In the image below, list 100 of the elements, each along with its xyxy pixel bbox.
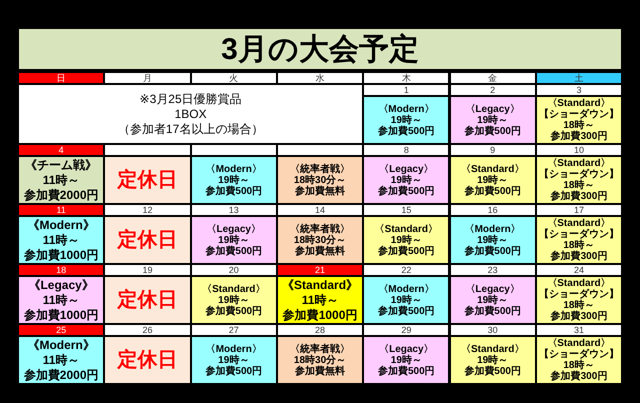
date-number: 26: [142, 325, 152, 335]
event-text: 19時～: [477, 234, 508, 246]
event-text: 19時～: [477, 174, 508, 186]
event-text: 〈Standard〉: [460, 164, 524, 174]
event-text: 参加費500円: [205, 306, 262, 316]
event-text: 11時～: [302, 292, 338, 308]
event-text: 【ショーダウン】: [538, 289, 619, 300]
event-text: 参加費500円: [205, 366, 262, 376]
event-text: 参加費300円: [550, 191, 608, 202]
event-text: 〈Standard〉: [547, 278, 611, 289]
date-number: 17: [574, 205, 584, 215]
event-text: 19時～: [477, 114, 508, 126]
prize-note: ※3月25日優勝賞品: [140, 92, 242, 106]
event-text: 【ショーダウン】: [538, 109, 619, 120]
date-number: 15: [401, 205, 412, 215]
event-text: 参加費500円: [464, 306, 521, 316]
prize-note: 1BOX: [174, 106, 207, 122]
event-text: 19時～: [477, 294, 508, 306]
event-text: 〈Legacy〉: [379, 164, 434, 174]
event-text: 《Standard》: [282, 278, 358, 292]
date-number: 25: [56, 325, 66, 335]
event-text: 参加費1000円: [24, 248, 98, 262]
event-text: 参加費1000円: [24, 308, 98, 322]
event-text: 参加費500円: [464, 126, 521, 136]
event-text: 11時～: [42, 352, 80, 368]
event-text: 【ショーダウン】: [538, 169, 619, 180]
event-text: 参加費500円: [205, 246, 262, 256]
event-text: 〈Legacy〉: [379, 344, 434, 354]
event-text: 〈Legacy〉: [465, 284, 520, 294]
event-text: 〈Modern〉: [378, 104, 434, 114]
closed-day-label: 定休日: [117, 228, 178, 252]
date-number: 16: [488, 205, 498, 215]
weekday-label: 日: [56, 73, 66, 83]
date-number: 13: [228, 205, 239, 215]
event-text: 参加費2000円: [24, 188, 98, 202]
date-number: 18: [56, 265, 66, 275]
event-text: 19時～: [390, 174, 422, 186]
event-text: 19時～: [390, 294, 422, 306]
date-number: 1: [404, 85, 409, 95]
date-number: 27: [228, 325, 239, 335]
event-text: 参加費500円: [378, 126, 435, 136]
event-text: 19時～: [218, 234, 250, 246]
event-text: 《Modern》: [27, 338, 95, 352]
date-number: 4: [58, 145, 64, 155]
date-number: 14: [315, 205, 326, 215]
date-number: 24: [574, 265, 584, 275]
calendar-title: 3月の大会予定: [221, 32, 419, 68]
date-number: 10: [574, 145, 584, 155]
event-text: 参加費300円: [550, 311, 608, 322]
event-text: 参加費500円: [464, 186, 521, 196]
event-text: 19時～: [218, 294, 250, 306]
event-text: 11時～: [42, 232, 80, 248]
date-number: 22: [401, 265, 412, 275]
event-text: 〈統率者戦〉: [290, 344, 350, 354]
event-text: 〈Modern〉: [206, 344, 262, 354]
event-text: 〈Standard〉: [374, 224, 438, 234]
weekday-label: 土: [574, 73, 584, 83]
event-text: 19時～: [477, 354, 508, 366]
event-text: 〈Standard〉: [547, 338, 611, 349]
event-text: 参加費500円: [378, 306, 435, 316]
prize-note: （参加者17名以上の場合）: [118, 122, 264, 136]
date-number: 30: [488, 325, 498, 335]
weekday-label: 木: [402, 73, 411, 83]
event-text: 〈統率者戦〉: [290, 164, 350, 174]
date-number: 21: [315, 265, 326, 275]
event-text: 18時～: [563, 240, 594, 251]
event-text: 参加費500円: [378, 246, 435, 256]
date-number: 20: [228, 265, 239, 275]
closed-day-label: 定休日: [117, 348, 178, 372]
event-text: 18時30分～: [294, 234, 346, 246]
event-text: 参加費無料: [295, 246, 346, 256]
weekday-label: 水: [316, 73, 325, 83]
date-number: 9: [490, 145, 496, 155]
event-text: 〈Standard〉: [460, 344, 524, 354]
weekday-label: 金: [488, 73, 498, 83]
event-text: 19時～: [390, 234, 422, 246]
event-text: 参加費無料: [295, 186, 346, 196]
event-text: 《チーム戦》: [25, 158, 98, 172]
event-text: 18時30分～: [294, 354, 346, 366]
event-text: 18時～: [563, 180, 594, 191]
event-text: 19時～: [390, 354, 422, 366]
event-text: 19時～: [390, 114, 422, 126]
event-text: 18時～: [563, 120, 594, 131]
event-text: 〈統率者戦〉: [290, 224, 350, 234]
date-number: 8: [404, 145, 409, 155]
event-text: 19時～: [218, 354, 250, 366]
event-text: 11時～: [42, 172, 80, 188]
event-text: 〈Standard〉: [547, 98, 611, 109]
event-text: 〈Legacy〉: [465, 104, 520, 114]
event-text: 〈Modern〉: [378, 284, 434, 294]
date-number: 12: [142, 205, 152, 215]
event-text: 18時～: [563, 300, 594, 311]
event-text: 〈Standard〉: [547, 218, 611, 229]
event-text: 《Modern》: [27, 218, 95, 232]
event-text: 【ショーダウン】: [538, 229, 619, 240]
event-text: 参加費無料: [295, 366, 346, 376]
event-text: 〈Standard〉: [202, 284, 266, 294]
weekday-label: 火: [229, 73, 238, 83]
date-number: 3: [576, 85, 582, 95]
event-text: 【ショーダウン】: [538, 349, 619, 360]
